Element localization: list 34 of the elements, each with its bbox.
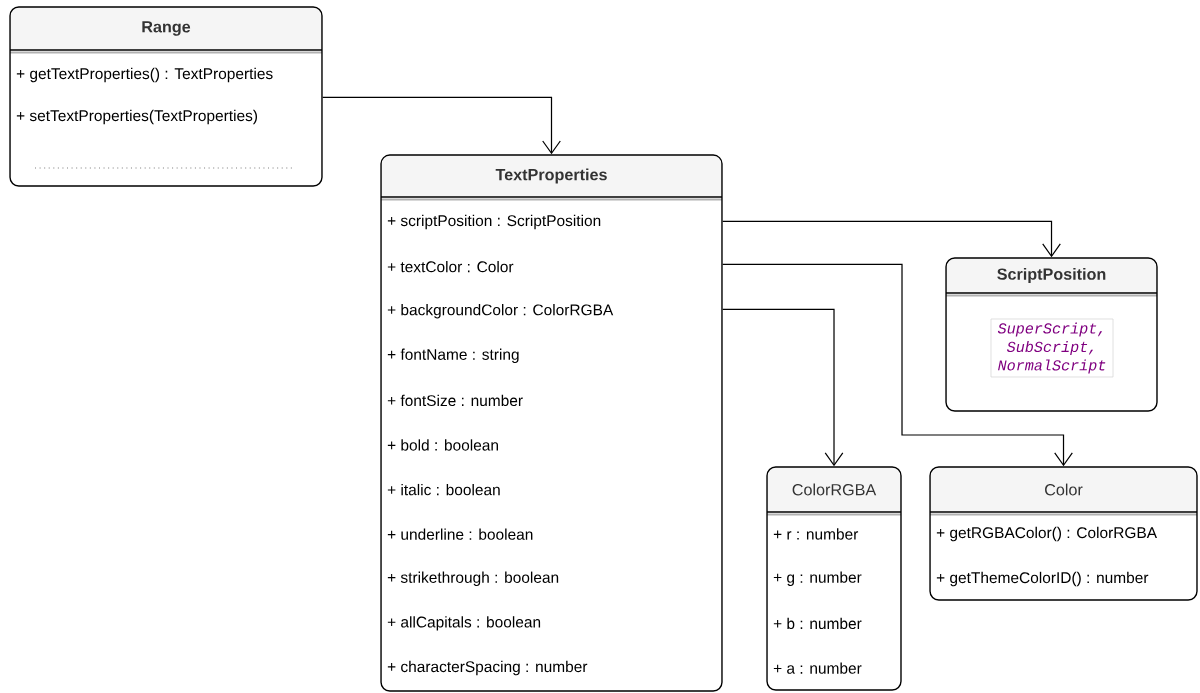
class-box: [766, 466, 902, 691]
class-name: ScriptPosition: [997, 267, 1106, 284]
class-box: [380, 154, 723, 692]
member-text: + underline : boolean: [387, 528, 533, 540]
member-text: + fontSize : number: [387, 394, 523, 407]
member-text: + scriptPosition : ScriptPosition: [387, 214, 601, 230]
member-text: + g : number: [773, 571, 862, 586]
member-text: + italic : boolean: [387, 483, 500, 496]
member-text: + getThemeColorID() : number: [936, 571, 1149, 587]
class-name: Color: [1045, 483, 1083, 496]
arrow: [722, 263, 1073, 467]
class-name: TextProperties: [495, 168, 607, 184]
arrow: [722, 308, 844, 467]
member-text: + bold : boolean: [387, 439, 498, 451]
class-box: [945, 257, 1158, 412]
member-text: + characterSpacing : number: [387, 660, 588, 676]
member-text: + setTextProperties(TextProperties): [16, 109, 258, 125]
class-box: [9, 6, 323, 187]
member-text: + fontName : string: [387, 348, 519, 363]
enum-values: SuperScript, SubScript, NormalScript: [990, 318, 1114, 378]
member-text: + allCapitals : boolean: [387, 616, 541, 631]
member-text: + textColor : Color: [387, 260, 514, 273]
member-text: + a : number: [773, 662, 862, 674]
class-name: ColorRGBA: [792, 483, 877, 496]
member-text: + getRGBAColor() : ColorRGBA: [936, 526, 1157, 542]
member-text: + backgroundColor : ColorRGBA: [387, 304, 614, 319]
class-box: [929, 466, 1198, 601]
arrow: [322, 96, 561, 155]
member-text: + r : number: [773, 528, 859, 540]
member-text: + b : number: [773, 617, 862, 630]
member-text: + strikethrough : boolean: [387, 571, 559, 586]
member-text: + getTextProperties() : TextProperties: [16, 67, 273, 83]
class-name: Range: [142, 21, 191, 36]
arrow: [722, 220, 1061, 258]
